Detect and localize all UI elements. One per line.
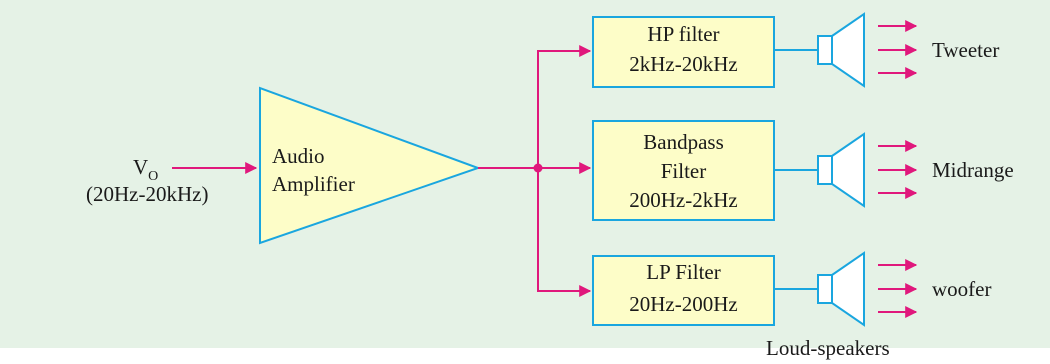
amplifier-triangle (259, 86, 481, 245)
woofer-speaker-icon (817, 251, 865, 327)
loudspeakers-caption: Loud-speakers (766, 336, 890, 360)
hp-filter-title: HP filter (647, 22, 720, 46)
hp-filter-range: 2kHz-20kHz (629, 52, 738, 76)
amplifier-label-line2: Amplifier (272, 172, 355, 196)
midrange-sound-arrows (878, 140, 918, 199)
bp-filter-block (592, 120, 775, 221)
input-frequency-range: (20Hz-20kHz) (86, 182, 209, 206)
input-voltage-label: VO (133, 155, 159, 184)
woofer-label: woofer (932, 277, 992, 301)
bp-filter-subtitle: Filter (660, 159, 707, 183)
midrange-label: Midrange (932, 158, 1014, 182)
lp-filter-title: LP Filter (646, 260, 721, 284)
tweeter-label: Tweeter (932, 38, 1000, 62)
tweeter-sound-arrows (878, 20, 918, 79)
lp-filter-range: 20Hz-200Hz (629, 292, 738, 316)
input-voltage-subscript: O (148, 169, 159, 184)
lp-filter-block (592, 255, 775, 326)
diagram-background (0, 0, 1050, 348)
midrange-speaker-icon (817, 132, 865, 208)
woofer-sound-arrows (878, 259, 918, 318)
hp-filter-block (592, 16, 775, 88)
bp-filter-range: 200Hz-2kHz (629, 188, 738, 212)
amplifier-label-line1: Audio (272, 144, 325, 168)
input-voltage-symbol: V (133, 155, 149, 179)
bp-filter-title: Bandpass (643, 130, 724, 154)
tweeter-speaker-icon (817, 12, 865, 88)
